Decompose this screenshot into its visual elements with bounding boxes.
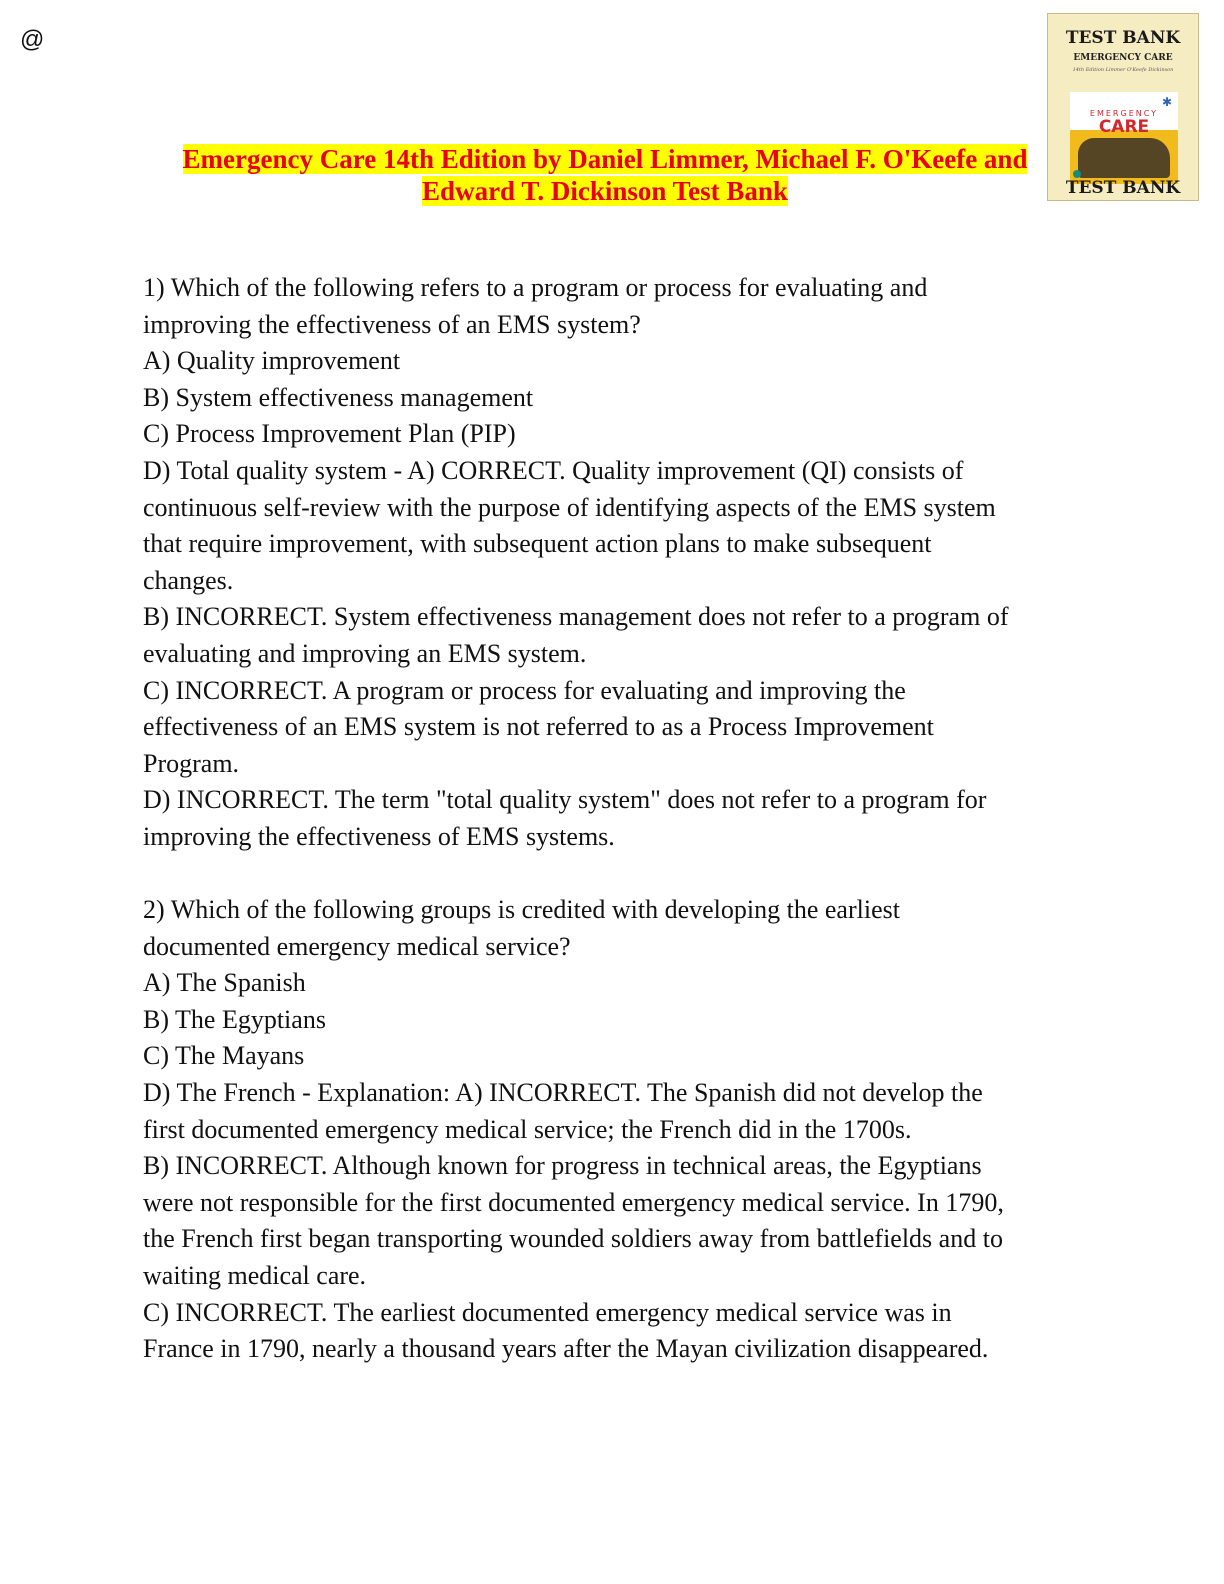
star-of-life-icon: ✱ <box>1161 95 1172 109</box>
book-cover-image: TEST BANK EMERGENCY CARE 14th Edition Li… <box>1047 13 1199 201</box>
text-line: C) INCORRECT. The earliest documented em… <box>143 1297 952 1327</box>
text-line: D) The French - Explanation: A) INCORREC… <box>143 1078 983 1108</box>
text-line: A) The Spanish <box>143 968 306 998</box>
text-line: B) INCORRECT. Although known for progres… <box>143 1151 982 1181</box>
text-line: B) The Egyptians <box>143 1004 326 1034</box>
text-line: first documented emergency medical servi… <box>143 1114 912 1144</box>
text-line: A) Quality improvement <box>143 346 401 376</box>
text-line: B) System effectiveness management <box>143 382 534 412</box>
text-line: the French first began transporting woun… <box>143 1224 1003 1254</box>
text-line: waiting medical care. <box>143 1261 367 1291</box>
cover-bottom-label: TEST BANK <box>1065 178 1181 198</box>
cover-artwork: ✱ EMERGENCY CARE <box>1070 92 1178 184</box>
page-title: Emergency Care 14th Edition by Daniel Li… <box>150 143 1060 207</box>
corner-at-mark: @ <box>20 26 45 53</box>
cover-art-small-title: EMERGENCY <box>1089 109 1159 118</box>
text-line: B) INCORRECT. System effectiveness manag… <box>143 602 1009 632</box>
cover-art-band <box>1070 92 1178 130</box>
text-line: 2) Which of the following groups is cred… <box>143 895 900 925</box>
text-line: improving the effectiveness of EMS syste… <box>143 821 615 851</box>
text-line: were not responsible for the first docum… <box>143 1187 1004 1217</box>
text-line: C) Process Improvement Plan (PIP) <box>143 419 516 449</box>
text-line: improving the effectiveness of an EMS sy… <box>143 309 641 339</box>
text-line: continuous self-review with the purpose … <box>143 492 996 522</box>
publisher-logo-icon <box>1073 170 1081 178</box>
cover-subtitle: 14th Edition Limmer O'Keefe Dickinson <box>1072 67 1174 73</box>
title-line-2: Edward T. Dickinson Test Bank <box>422 176 788 206</box>
questions-body: 1) Which of the following refers to a pr… <box>143 270 1083 1368</box>
text-line: that require improvement, with subsequen… <box>143 529 932 559</box>
cover-art-big-title: CARE <box>1098 117 1150 137</box>
title-line-1: Emergency Care 14th Edition by Daniel Li… <box>182 144 1028 174</box>
text-line: documented emergency medical service? <box>143 931 571 961</box>
text-line: C) INCORRECT. A program or process for e… <box>143 675 906 705</box>
text-line: C) The Mayans <box>143 1041 305 1071</box>
cover-top-label: TEST BANK <box>1065 28 1181 48</box>
text-line: effectiveness of an EMS system is not re… <box>143 712 934 742</box>
text-line: D) Total quality system - A) CORRECT. Qu… <box>143 455 964 485</box>
cover-book-title: EMERGENCY CARE <box>1073 53 1173 63</box>
text-line: Program. <box>143 748 240 778</box>
text-line: France in 1790, nearly a thousand years … <box>143 1334 989 1364</box>
text-line: evaluating and improving an EMS system. <box>143 638 587 668</box>
question-block-1: 1) Which of the following refers to a pr… <box>143 270 1083 856</box>
question-block-2: 2) Which of the following groups is cred… <box>143 892 1083 1368</box>
text-line: 1) Which of the following refers to a pr… <box>143 273 928 302</box>
text-line: D) INCORRECT. The term "total quality sy… <box>143 785 987 815</box>
paragraph-gap <box>143 856 1083 893</box>
cover-figures-silhouette <box>1078 138 1170 178</box>
text-line: changes. <box>143 565 234 595</box>
